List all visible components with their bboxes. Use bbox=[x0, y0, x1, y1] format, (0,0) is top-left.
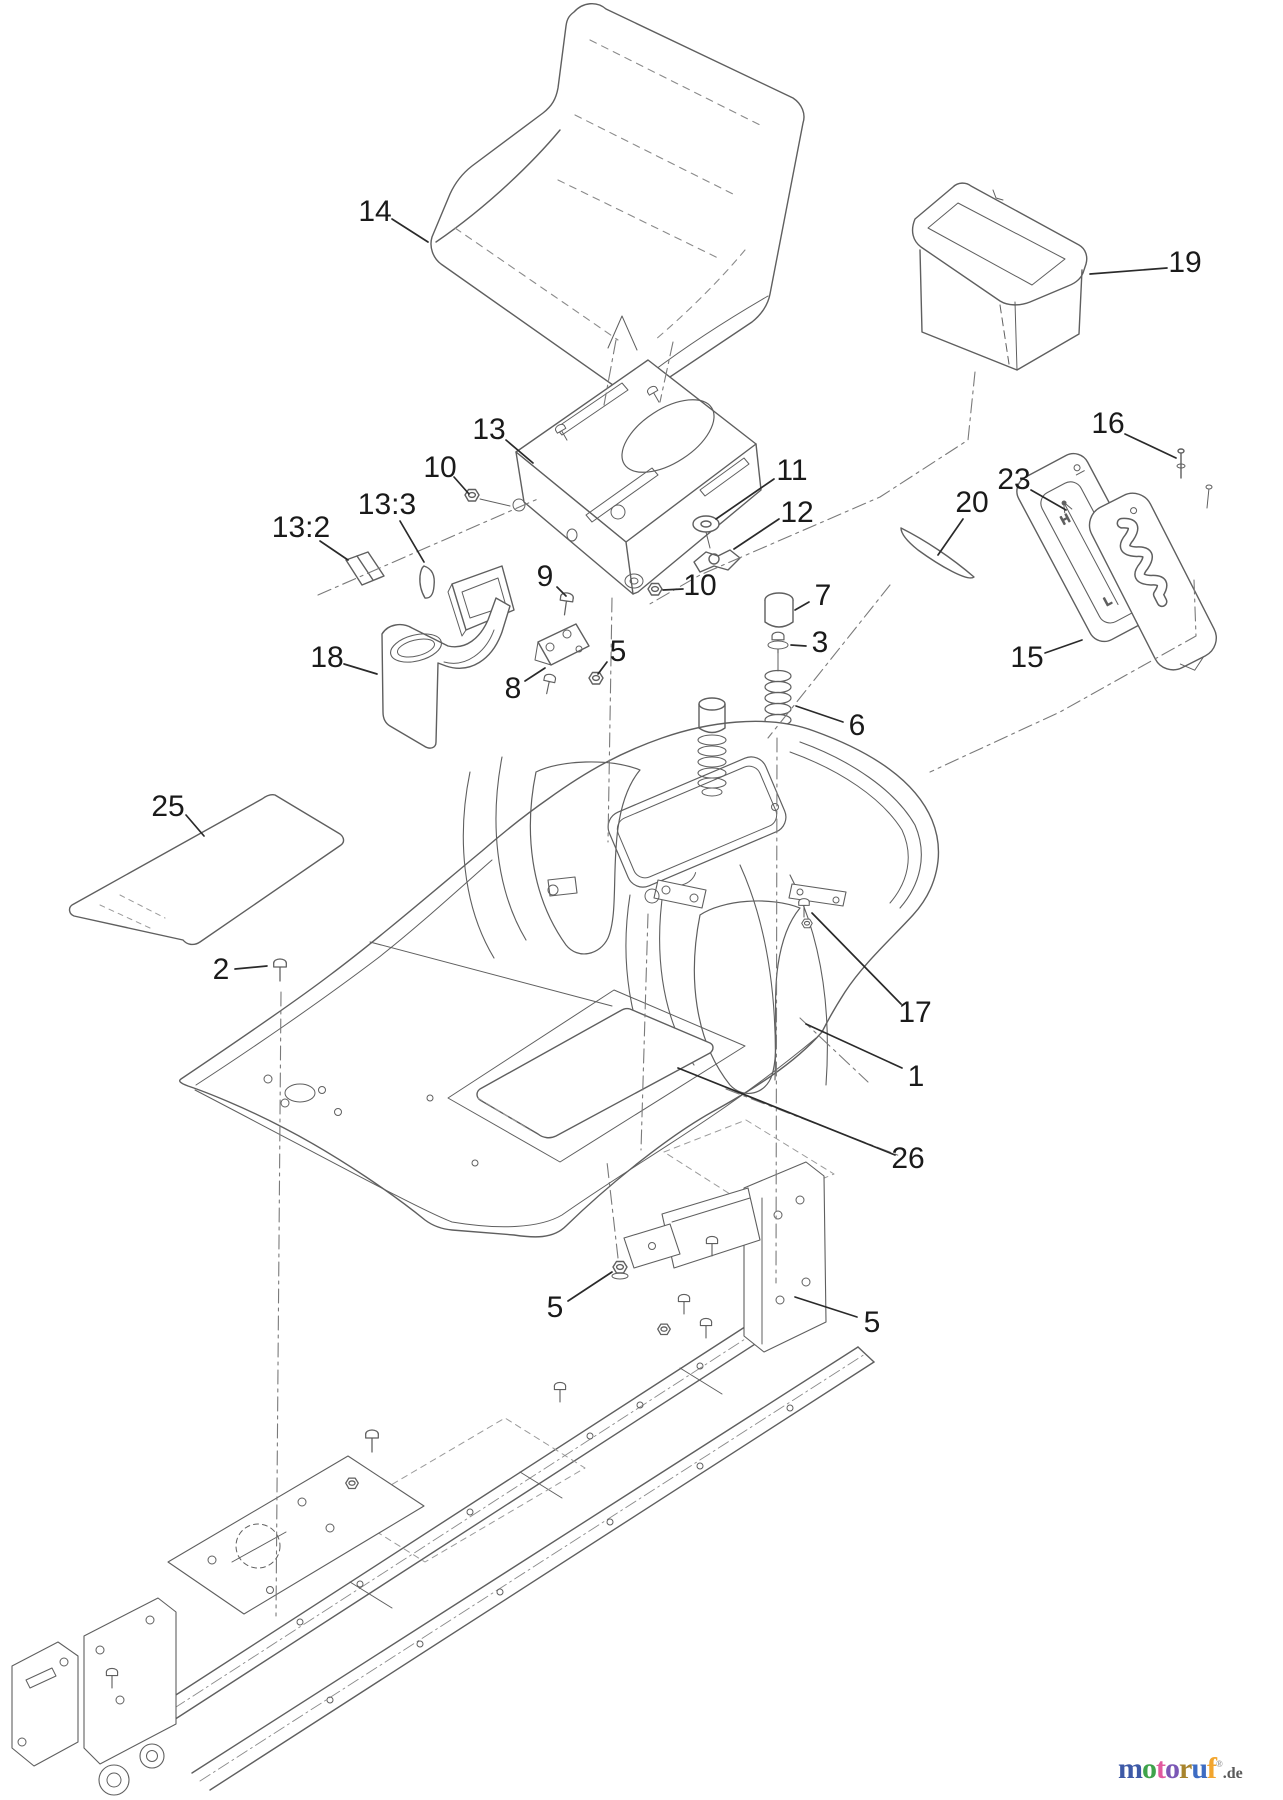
callout-leader-20 bbox=[937, 518, 964, 556]
callout-leader-13:3 bbox=[399, 520, 425, 563]
seat-bracket-part-13 bbox=[512, 359, 762, 595]
nut-part-5 bbox=[611, 1260, 629, 1280]
body-part-1 bbox=[179, 697, 940, 1238]
callout-label-7: 7 bbox=[815, 579, 832, 612]
callout-label-5: 5 bbox=[864, 1306, 881, 1339]
nut-part-10 bbox=[647, 582, 663, 596]
callout-leader-23 bbox=[1030, 489, 1067, 511]
callout-label-23: 23 bbox=[997, 463, 1030, 496]
floor-mat-part-26 bbox=[476, 1007, 714, 1139]
callout-label-14: 14 bbox=[358, 195, 391, 228]
logo-letter-r: r bbox=[1179, 1752, 1192, 1785]
callout-label-25: 25 bbox=[151, 790, 184, 823]
callout-label-19: 19 bbox=[1168, 246, 1201, 279]
callout-label-1: 1 bbox=[908, 1060, 925, 1093]
callout-leader-17 bbox=[811, 912, 902, 1005]
callout-leader-14 bbox=[391, 218, 429, 243]
callout-label-5: 5 bbox=[610, 635, 627, 668]
callout-leader-12 bbox=[733, 518, 780, 550]
callout-label-16: 16 bbox=[1091, 407, 1124, 440]
callout-label-26: 26 bbox=[891, 1142, 924, 1175]
storage-box-part-19 bbox=[911, 182, 1088, 371]
bracket-part-8 bbox=[534, 623, 590, 696]
installed-spring bbox=[697, 697, 727, 797]
blade-part-20 bbox=[900, 527, 975, 579]
callout-label-18: 18 bbox=[310, 641, 343, 674]
bolt-part-3 bbox=[767, 631, 789, 672]
callout-layer: 1419131013:313:2189851011127362023161525… bbox=[151, 195, 1201, 1339]
callout-leader-8 bbox=[524, 667, 546, 682]
decal-part-13-2 bbox=[345, 551, 385, 586]
callout-leader-6 bbox=[795, 705, 844, 723]
callout-leader-5 bbox=[567, 1271, 613, 1302]
logo-letter-f: f bbox=[1207, 1752, 1217, 1785]
callout-label-12: 12 bbox=[780, 496, 813, 529]
callout-leader-13:2 bbox=[319, 540, 349, 561]
callout-label-10: 10 bbox=[683, 569, 716, 602]
callout-label-5: 5 bbox=[547, 1291, 564, 1324]
logo-letter-m: m bbox=[1118, 1752, 1143, 1785]
callout-leader-10 bbox=[662, 588, 684, 591]
callout-label-15: 15 bbox=[1010, 641, 1043, 674]
washer-part-11 bbox=[692, 515, 720, 549]
callout-leader-5 bbox=[597, 661, 608, 675]
callout-leader-5 bbox=[794, 1296, 858, 1318]
callout-label-17: 17 bbox=[898, 996, 931, 1029]
bolt-part-2 bbox=[273, 958, 287, 982]
callout-label-13:3: 13:3 bbox=[358, 488, 416, 521]
callout-label-3: 3 bbox=[812, 626, 829, 659]
logo-letter-u: u bbox=[1191, 1752, 1208, 1785]
callout-leader-13 bbox=[505, 439, 534, 464]
callout-label-8: 8 bbox=[505, 672, 522, 705]
decal-part-13-3 bbox=[419, 565, 435, 599]
floor-mat-part-25 bbox=[68, 794, 345, 946]
callout-leader-2 bbox=[234, 965, 268, 970]
pin-part-16 bbox=[1176, 448, 1213, 509]
callout-leader-19 bbox=[1089, 267, 1168, 275]
callout-label-13:2: 13:2 bbox=[272, 511, 330, 544]
motoruf-logo[interactable]: motoruf®.de bbox=[1118, 1752, 1243, 1786]
motoruf-logo-letters: motoruf bbox=[1118, 1752, 1217, 1785]
callout-leader-25 bbox=[185, 814, 205, 837]
logo-letter-t: t bbox=[1156, 1752, 1166, 1785]
chassis-frame bbox=[11, 1119, 875, 1796]
callout-leader-18 bbox=[343, 663, 378, 675]
motoruf-logo-suffix: .de bbox=[1222, 1765, 1243, 1782]
fender-bracket bbox=[788, 883, 847, 907]
callout-leader-9 bbox=[556, 586, 567, 597]
motoruf-logo-mark: ® bbox=[1216, 1759, 1223, 1769]
nut-part-5 bbox=[588, 671, 604, 685]
logo-letter-o: o bbox=[1165, 1752, 1180, 1785]
callout-leader-1 bbox=[805, 1023, 903, 1069]
callout-label-10: 10 bbox=[423, 451, 456, 484]
callout-leader-15 bbox=[1044, 639, 1083, 654]
callout-label-2: 2 bbox=[213, 953, 230, 986]
callout-label-11: 11 bbox=[776, 454, 807, 487]
callout-leader-7 bbox=[794, 601, 810, 611]
plate-part-15 bbox=[1088, 492, 1217, 671]
callout-leader-11 bbox=[715, 478, 775, 520]
callout-label-9: 9 bbox=[537, 560, 554, 593]
callout-label-20: 20 bbox=[955, 486, 988, 519]
seat-part-14 bbox=[430, 3, 805, 397]
callout-label-6: 6 bbox=[849, 709, 866, 742]
armrest-part-18 bbox=[381, 565, 515, 749]
logo-letter-o: o bbox=[1142, 1752, 1157, 1785]
callout-leader-10 bbox=[453, 476, 470, 495]
nut-part-10 bbox=[464, 488, 511, 507]
callout-leader-3 bbox=[790, 644, 807, 647]
callout-label-13: 13 bbox=[472, 413, 505, 446]
callout-leader-16 bbox=[1124, 433, 1177, 459]
cap-part-7 bbox=[764, 592, 794, 628]
callout-leader-26 bbox=[677, 1067, 896, 1156]
